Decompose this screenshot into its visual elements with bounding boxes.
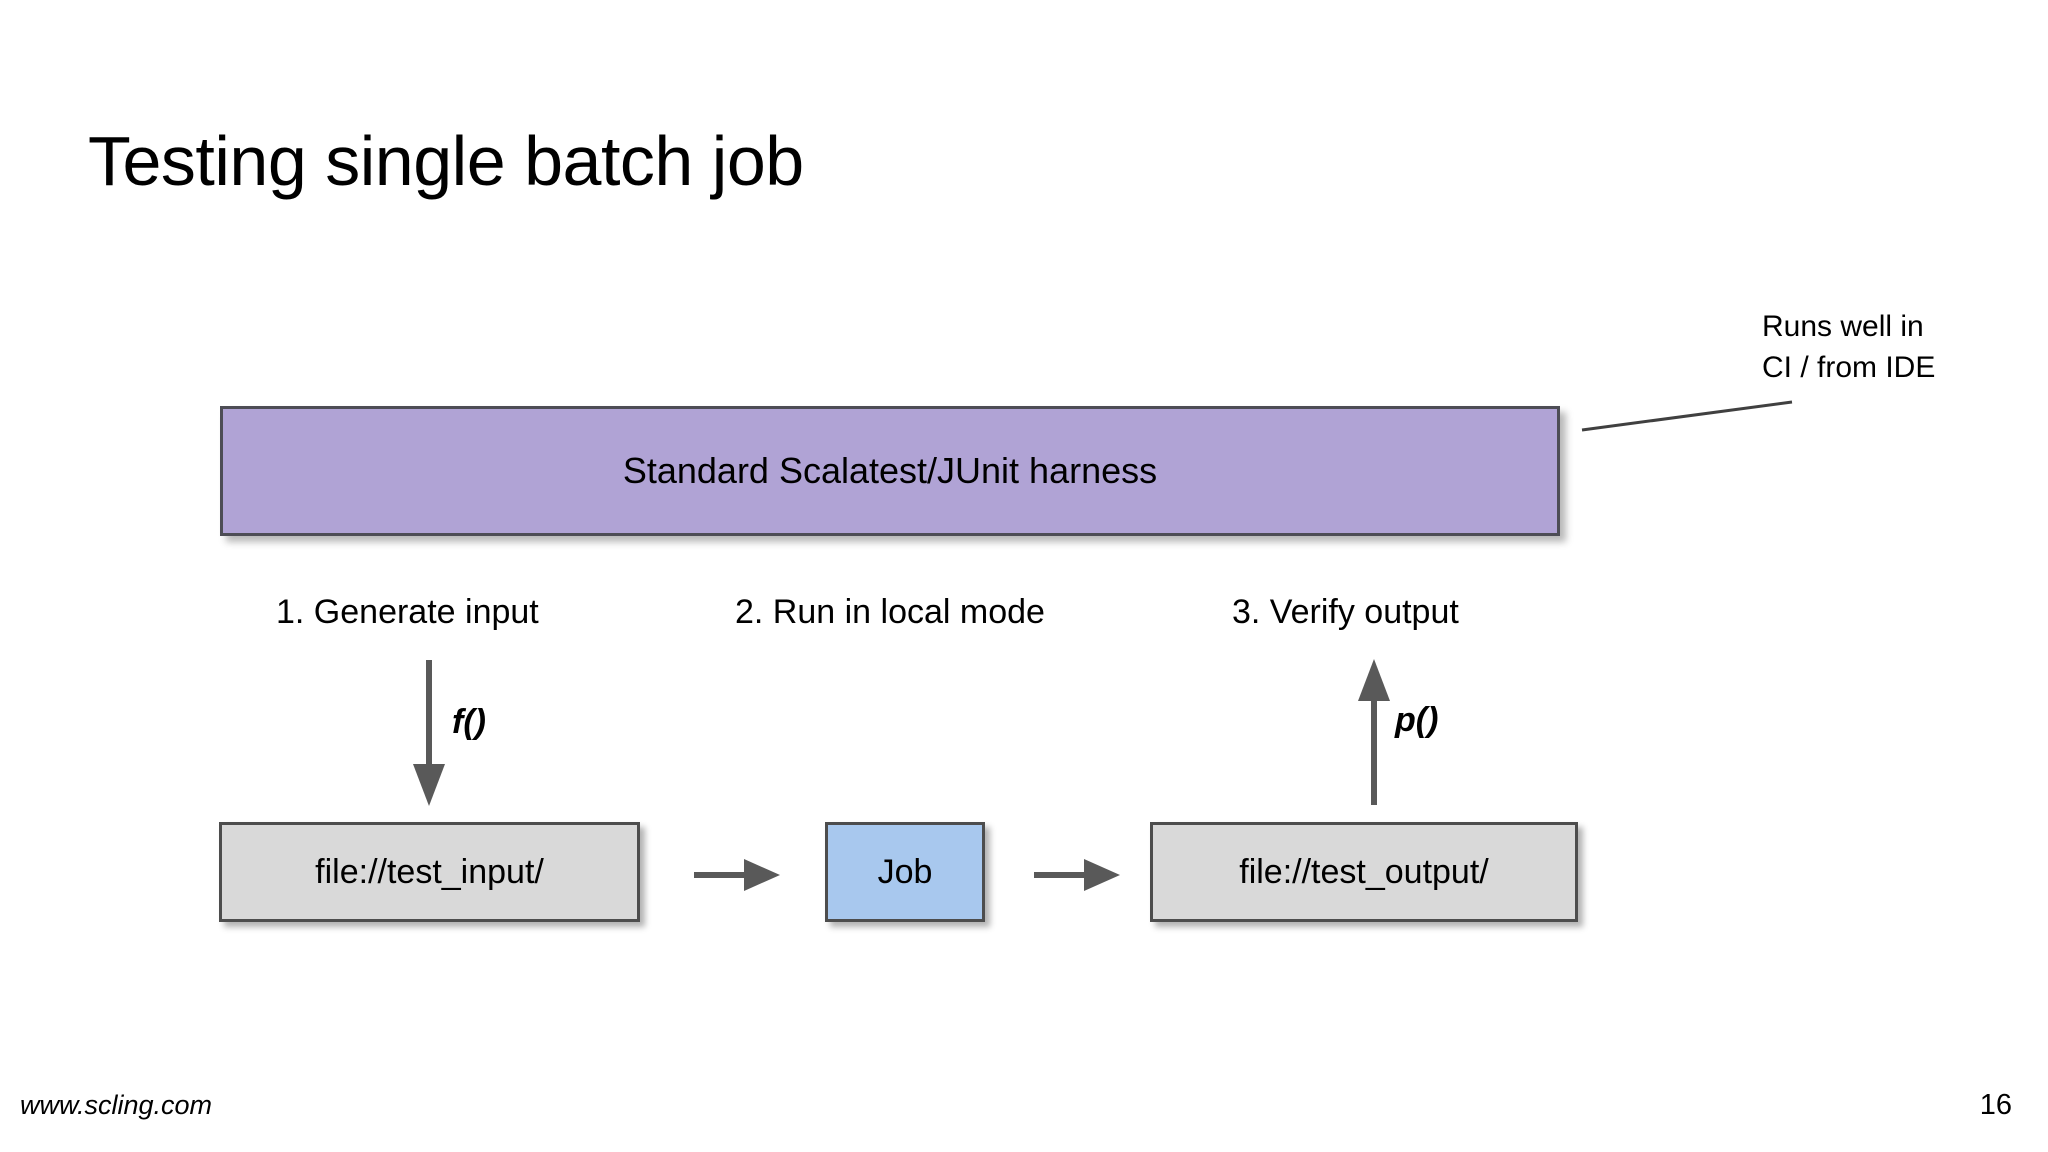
node-box-job-label: Job (877, 853, 933, 891)
callout-note-line-2: CI / from IDE (1762, 351, 1936, 384)
footer-website-url: www.scling.com (20, 1090, 213, 1120)
function-label-generate: f() (452, 703, 486, 741)
node-box-test-output: file://test_output/ (1150, 822, 1578, 922)
down-arrow-icon (413, 660, 445, 806)
footer-page-number: 16 (1979, 1089, 2012, 1121)
step-label-verify-output: 3. Verify output (1232, 593, 1459, 631)
node-box-job: Job (825, 822, 985, 922)
page-title: Testing single batch job (88, 122, 804, 200)
callout-leader-line (1581, 400, 1793, 432)
callout-note-line-1: Runs well in (1762, 310, 1924, 343)
harness-bar: Standard Scalatest/JUnit harness (220, 406, 1560, 536)
step-label-run-local-mode: 2. Run in local mode (735, 593, 1045, 631)
function-label-verify: p() (1395, 701, 1439, 739)
harness-bar-label: Standard Scalatest/JUnit harness (622, 450, 1158, 491)
right-arrow-icon-input-to-job (694, 859, 780, 891)
node-box-test-input: file://test_input/ (219, 822, 640, 922)
right-arrow-icon-job-to-output (1034, 859, 1120, 891)
step-label-generate-input: 1. Generate input (276, 593, 539, 631)
node-box-test-output-label: file://test_output/ (1239, 853, 1489, 891)
node-box-test-input-label: file://test_input/ (315, 853, 544, 891)
callout-note: Runs well in CI / from IDE (1762, 306, 2032, 388)
